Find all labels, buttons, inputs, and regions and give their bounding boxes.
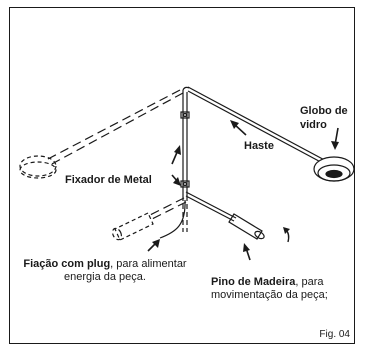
label-fiacao: Fiação com plug, para alimentar energia … xyxy=(21,258,189,284)
metal-clamp-bottom xyxy=(180,180,190,188)
wooden-pin xyxy=(228,213,265,240)
label-fiacao-bold: Fiação com plug xyxy=(23,258,111,270)
label-haste: Haste xyxy=(244,140,274,152)
label-pino-bold: Pino de Madeira xyxy=(211,276,296,288)
arrow-haste xyxy=(230,120,247,136)
rotation-arrow-icon xyxy=(283,227,290,243)
vertical-pole xyxy=(182,86,190,196)
arrow-fixador xyxy=(171,145,181,165)
figure-frame xyxy=(9,7,355,344)
dashed-lower-pole xyxy=(182,196,188,232)
figure-number: Fig. 04 xyxy=(319,329,350,340)
label-fiacao-rest: , para alimentar energia da peça. xyxy=(64,258,187,283)
arrow-pino xyxy=(243,243,251,261)
wire-curve xyxy=(159,199,186,239)
dashed-cable xyxy=(149,197,187,220)
metal-clamp-top xyxy=(180,111,190,119)
dashed-plug xyxy=(111,212,154,241)
pin-arm xyxy=(185,191,237,222)
label-pino: Pino de Madeira, para movimentação da pe… xyxy=(211,276,353,302)
haste-arm xyxy=(187,86,333,168)
label-fixador-de-metal: Fixador de Metal xyxy=(65,174,152,186)
arrow-globo xyxy=(331,127,339,150)
arrow-fixador-2 xyxy=(171,174,181,186)
label-globo-de-vidro: Globo de vidro xyxy=(300,105,348,131)
arrow-fiacao xyxy=(147,239,160,252)
dashed-globe-left xyxy=(19,155,57,179)
glass-globe xyxy=(313,156,355,182)
label-pino-rest: , para movimentação da peça; xyxy=(211,276,328,301)
dashed-arm-left xyxy=(45,89,184,166)
